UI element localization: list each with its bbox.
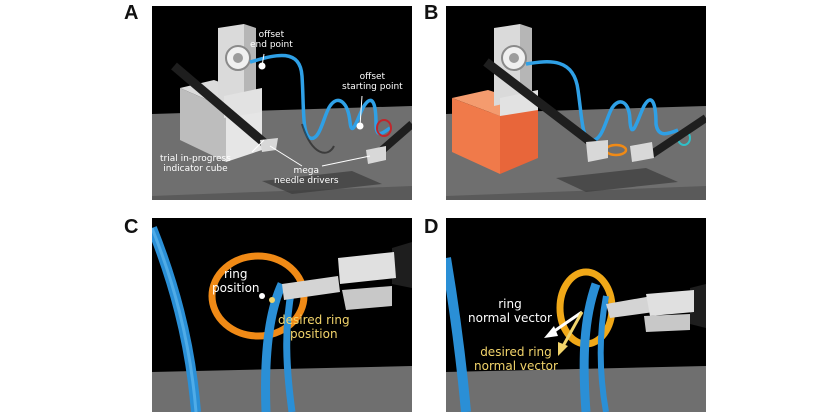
label-offset-starting-point: offset starting point (342, 72, 403, 93)
label-needle-drivers: mega needle drivers (274, 166, 339, 187)
label-offset-end-point: offset end point (250, 30, 293, 51)
panel-a-render: offset end point offset starting point t… (152, 6, 412, 200)
panel-letter-b: B (424, 2, 439, 24)
label-ring-normal-vector: ring normal vector (468, 297, 552, 325)
panel-c-render: ring position desired ring position (152, 218, 412, 412)
panel-letter-a: A (124, 2, 139, 24)
panel-d-render: ring normal vector desired ring normal v… (446, 218, 706, 412)
label-desired-ring-normal-vector: desired ring normal vector (474, 345, 558, 373)
panel-letter-c: C (124, 216, 139, 238)
label-indicator-cube: trial in-progress indicator cube (160, 154, 231, 175)
panel-letter-d: D (424, 216, 439, 238)
label-ring-position: ring position (212, 267, 260, 295)
label-desired-ring-position: desired ring position (278, 313, 350, 341)
panel-b-render (446, 6, 706, 200)
